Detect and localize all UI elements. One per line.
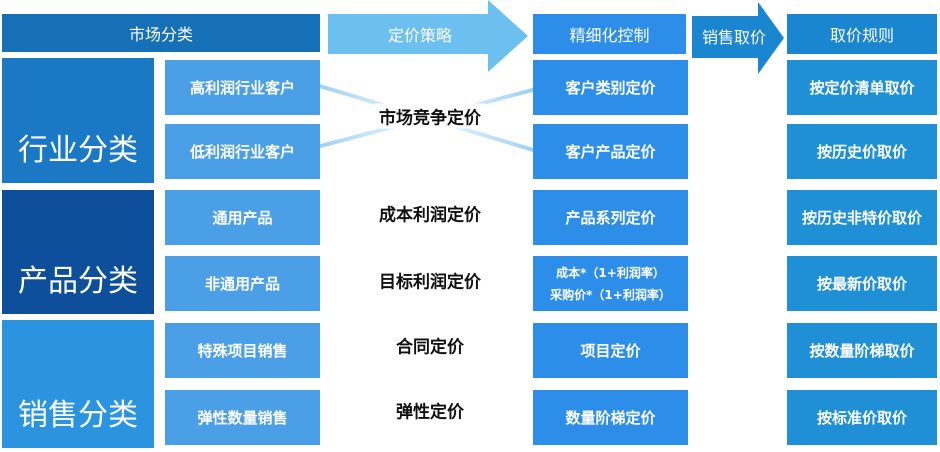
rule-history-non-special: 按历史非特价取价 xyxy=(787,190,937,245)
strategy-market-competition: 市场竞争定价 xyxy=(375,103,485,129)
header-rules: 取价规则 xyxy=(787,14,937,54)
category-sales: 销售分类 xyxy=(2,320,154,448)
strategy-contract: 合同定价 xyxy=(392,332,468,358)
control-project: 项目定价 xyxy=(533,323,688,378)
header-strategy: 定价策略 xyxy=(387,26,452,45)
control-customer-product: 客户产品定价 xyxy=(533,124,688,179)
control-formula: 成本*（1+利润率） 采购价*（1+利润率） xyxy=(533,256,688,311)
category-product: 产品分类 xyxy=(2,190,154,314)
sub-item-low-profit: 低利润行业客户 xyxy=(165,124,320,179)
formula-cost: 成本*（1+利润率） xyxy=(556,265,665,280)
sub-item-flexible-quantity: 弹性数量销售 xyxy=(165,390,320,445)
control-customer-type: 客户类别定价 xyxy=(533,60,688,115)
rule-price-list: 按定价清单取价 xyxy=(787,60,937,115)
category-industry: 行业分类 xyxy=(2,58,154,183)
sub-item-general-product: 通用产品 xyxy=(165,190,320,245)
header-sales: 销售取价 xyxy=(701,28,766,47)
control-quantity-ladder: 数量阶梯定价 xyxy=(533,390,688,445)
header-market: 市场分类 xyxy=(2,14,320,52)
rule-history-price: 按历史价取价 xyxy=(787,124,937,179)
control-product-series: 产品系列定价 xyxy=(533,190,688,245)
header-sales-arrow xyxy=(692,2,784,74)
strategy-target-profit: 目标利润定价 xyxy=(375,267,485,293)
rule-standard-price: 按标准价取价 xyxy=(787,390,937,445)
rule-latest-price: 按最新价取价 xyxy=(787,256,937,311)
strategy-flexible: 弹性定价 xyxy=(392,397,468,423)
formula-purchase: 采购价*（1+利润率） xyxy=(550,287,671,302)
header-strategy-arrow xyxy=(328,0,528,72)
sub-item-high-profit: 高利润行业客户 xyxy=(165,60,320,115)
strategy-cost-profit: 成本利润定价 xyxy=(375,200,485,226)
rule-quantity-ladder: 按数量阶梯取价 xyxy=(787,323,937,378)
sub-item-non-general-product: 非通用产品 xyxy=(165,256,320,311)
header-control: 精细化控制 xyxy=(533,14,686,54)
sub-item-special-project: 特殊项目销售 xyxy=(165,323,320,378)
